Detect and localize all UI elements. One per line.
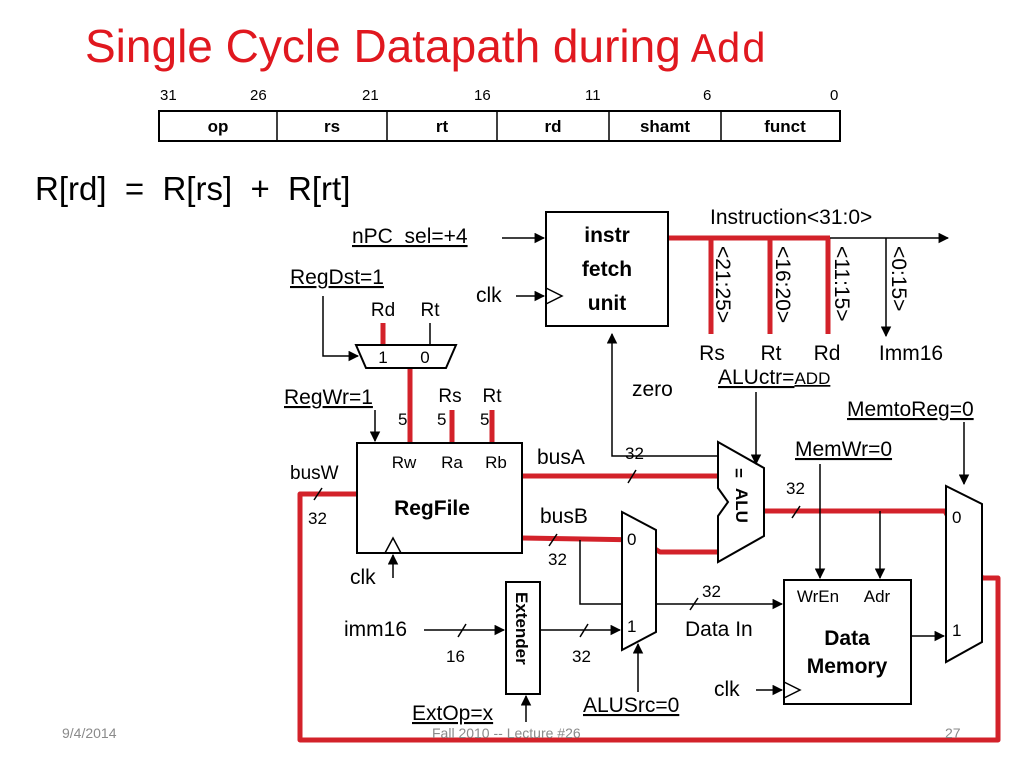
extender: Extender: [505, 581, 541, 695]
svg-text:Rw: Rw: [392, 453, 417, 472]
bit-pos-26: 26: [250, 87, 267, 104]
svg-text:WrEn: WrEn: [797, 587, 839, 606]
alusrc-label: ALUSrc=0: [583, 694, 679, 717]
busw-label: busW: [290, 463, 339, 484]
svg-text:Rb: Rb: [485, 453, 507, 472]
svg-text:Extender: Extender: [512, 592, 531, 665]
bit-pos-16: 16: [474, 87, 491, 104]
svg-text:Adr: Adr: [864, 587, 891, 606]
field-rd: rd: [545, 117, 562, 136]
field-rs-out: Rs: [699, 342, 725, 365]
svg-text:=: =: [729, 468, 748, 478]
bit-pos-11: 11: [585, 87, 601, 104]
regdst-label: RegDst=1: [290, 266, 384, 289]
instruction-format: 31 26 21 16 11 6 0 op rs rt rd shamt fun…: [158, 87, 841, 142]
bit-pos-6: 6: [703, 87, 711, 104]
svg-text:32: 32: [572, 647, 591, 666]
regfile: Rw Ra Rb RegFile: [356, 442, 523, 554]
svg-text:5: 5: [437, 410, 446, 429]
svg-text:fetch: fetch: [582, 258, 632, 281]
field-rd-out: Rd: [814, 342, 841, 365]
data-in-label: Data In: [685, 618, 753, 641]
busa-label: busA: [537, 446, 585, 469]
aluctr-label: ALUctr=ADD: [718, 366, 830, 389]
field-rt-out: Rt: [761, 342, 782, 365]
svg-text:0: 0: [420, 348, 429, 367]
svg-text:32: 32: [702, 582, 721, 601]
regfile-clk-label: clk: [350, 566, 376, 589]
svg-text:0: 0: [952, 508, 961, 527]
mux-in-rd: Rd: [371, 300, 395, 321]
mux-in-rt: Rt: [421, 300, 441, 321]
fetch-clk-label: clk: [476, 284, 502, 307]
svg-text:Memory: Memory: [807, 655, 888, 678]
alusrc-mux: 0 1: [621, 510, 657, 652]
field-imm16-out: Imm16: [879, 342, 943, 365]
footer-center: Fall 2010 -- Lecture #26: [432, 725, 581, 741]
imm16-label: imm16: [344, 618, 407, 641]
svg-text:ALU: ALU: [732, 488, 751, 523]
svg-text:5: 5: [480, 410, 489, 429]
svg-text:Ra: Ra: [441, 453, 463, 472]
svg-text:0: 0: [627, 530, 636, 549]
slice-rd: <11:15>: [830, 246, 853, 322]
npc-sel-label: nPC_sel=+4: [352, 225, 468, 248]
svg-text:32: 32: [548, 550, 567, 569]
register-transfer-equation: R[rd] = R[rs] + R[rt]: [35, 170, 350, 207]
slice-rs: <21:25>: [711, 246, 734, 323]
svg-text:32: 32: [786, 479, 805, 498]
field-op: op: [208, 117, 229, 136]
alu: = ALU: [717, 440, 765, 564]
footer-page: 27: [945, 725, 961, 741]
instr-fetch-unit: instr fetch unit: [545, 211, 669, 327]
zero-label: zero: [632, 378, 673, 401]
memory-clk-label: clk: [714, 678, 740, 701]
regwr-label: RegWr=1: [284, 386, 373, 409]
slice-rt: <16:20>: [771, 246, 794, 323]
busb-label: busB: [540, 505, 588, 528]
svg-text:32: 32: [625, 444, 644, 463]
instruction-bus-label: Instruction<31:0>: [710, 206, 872, 229]
svg-text:instr: instr: [584, 224, 630, 247]
svg-text:16: 16: [446, 647, 465, 666]
field-rt: rt: [436, 117, 449, 136]
svg-text:32: 32: [308, 509, 327, 528]
field-rs: rs: [324, 117, 340, 136]
footer-date: 9/4/2014: [62, 725, 117, 741]
extop-label: ExtOp=x: [412, 702, 494, 725]
memtoreg-label: MemtoReg=0: [847, 398, 974, 421]
field-shamt: shamt: [640, 117, 690, 136]
svg-text:5: 5: [398, 410, 407, 429]
svg-text:1: 1: [627, 617, 636, 636]
bit-pos-31: 31: [160, 87, 177, 104]
bit-pos-0: 0: [830, 87, 838, 104]
reg-rs-label: Rs: [438, 386, 461, 407]
svg-text:Data: Data: [824, 627, 870, 650]
field-funct: funct: [764, 117, 806, 136]
memtoreg-mux: 0 1: [945, 484, 983, 664]
bit-pos-21: 21: [362, 87, 379, 104]
svg-text:1: 1: [952, 621, 961, 640]
active-path: [297, 235, 1001, 743]
data-memory: WrEn Adr Data Memory: [783, 579, 912, 705]
svg-text:RegFile: RegFile: [394, 497, 470, 520]
svg-text:1: 1: [378, 348, 387, 367]
memwr-label: MemWr=0: [795, 438, 892, 461]
reg-rt-label: Rt: [483, 386, 503, 407]
svg-text:unit: unit: [588, 292, 626, 315]
slice-imm: <0:15>: [887, 246, 910, 311]
regdst-mux: 1 0: [354, 344, 458, 369]
